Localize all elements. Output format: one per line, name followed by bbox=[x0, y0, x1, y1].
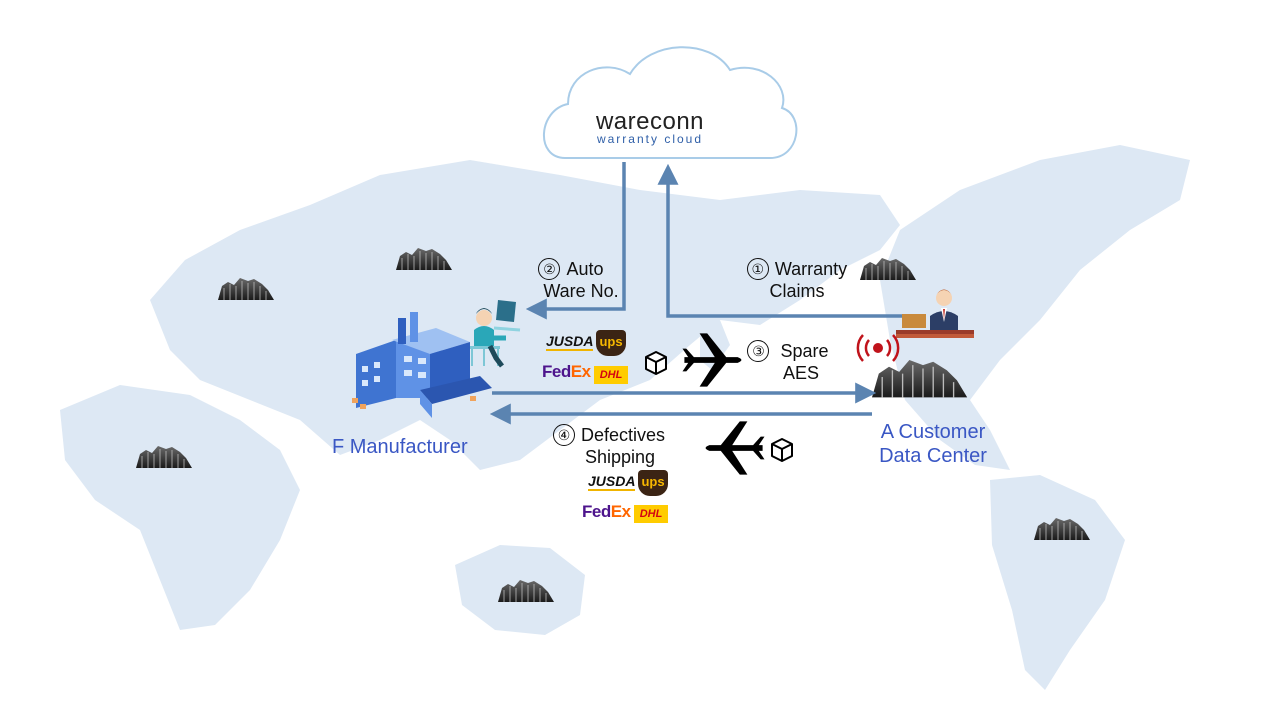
cloud-shape bbox=[542, 46, 798, 159]
cloud-tagline: warranty cloud bbox=[596, 132, 704, 146]
step-1-number: ① bbox=[746, 258, 769, 280]
step-1-line2: Claims bbox=[769, 281, 825, 301]
package-box-icon bbox=[771, 438, 793, 462]
cloud-brand-name: wareconn bbox=[595, 108, 705, 135]
arrow-auto-ware-no bbox=[525, 162, 626, 320]
step-2-line1: Auto bbox=[566, 259, 604, 279]
fedex-logo: FedEx bbox=[542, 362, 591, 382]
step-2-line2: Ware No. bbox=[543, 281, 619, 301]
map-africa bbox=[60, 385, 300, 630]
arrow-warranty-claims bbox=[657, 163, 905, 318]
wireless-alert-icon bbox=[856, 334, 900, 362]
fedex-logo: FedEx bbox=[582, 502, 631, 522]
ups-logo: ups bbox=[596, 330, 626, 356]
jusda-logo: JUSDA bbox=[588, 473, 636, 491]
jusda-logo: JUSDA bbox=[546, 333, 594, 351]
step-3-number: ③ bbox=[747, 340, 770, 362]
package-box-icon bbox=[645, 351, 667, 375]
fedex-logo-ex: Ex bbox=[570, 362, 591, 381]
step-4-line2: Shipping bbox=[584, 447, 656, 467]
manufacturer-label: F Manufacturer bbox=[332, 436, 468, 458]
step-3-label: ③ Spare AES bbox=[738, 340, 838, 384]
step-4-line1: Defectives bbox=[580, 425, 666, 445]
step-3-line2: AES bbox=[782, 363, 820, 383]
customer-label: A Customer Data Center bbox=[870, 420, 996, 468]
map-eurasia bbox=[150, 160, 900, 470]
operator-at-laptop-icon bbox=[470, 300, 521, 368]
airplane-outbound-icon bbox=[682, 333, 742, 387]
fedex-logo-ex: Ex bbox=[610, 502, 631, 521]
step-1-line1: Warranty bbox=[774, 259, 848, 279]
dhl-logo: DHL bbox=[594, 366, 628, 384]
dhl-logo: DHL bbox=[634, 505, 668, 523]
step-4-number: ④ bbox=[552, 424, 575, 446]
step-3-line1: Spare bbox=[780, 341, 829, 361]
factory-icon bbox=[352, 312, 492, 418]
ups-logo: ups bbox=[638, 470, 668, 496]
fedex-logo-fed: Fed bbox=[542, 362, 571, 381]
airplane-return-icon bbox=[705, 421, 765, 475]
customer-label-line1: A Customer bbox=[880, 421, 986, 443]
step-2-number: ② bbox=[538, 258, 561, 280]
customer-label-line2: Data Center bbox=[879, 445, 987, 467]
fedex-logo-fed: Fed bbox=[582, 502, 611, 521]
customer-at-desk-icon bbox=[896, 289, 974, 338]
map-south-america bbox=[990, 475, 1125, 690]
